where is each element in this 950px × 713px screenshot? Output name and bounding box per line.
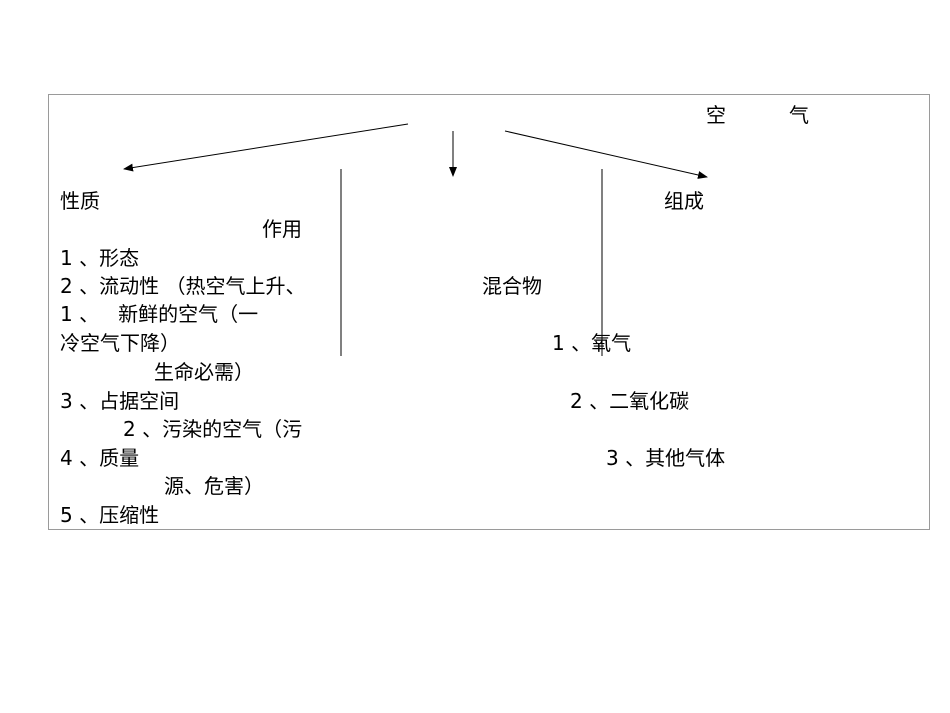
arrow-to-properties	[123, 123, 409, 172]
property-item: 冷空气下降）	[60, 331, 180, 355]
composition-item: 3 、其他气体	[606, 446, 726, 470]
composition-item: 2 、二氧化碳	[570, 389, 690, 413]
uses-heading: 作用	[262, 217, 302, 241]
diagram-frame	[48, 94, 930, 530]
property-item: 4 、质量	[60, 446, 140, 470]
property-item: 3 、占据空间	[60, 389, 180, 413]
use-item: 1 、 新鲜的空气（一	[60, 302, 259, 326]
root-char-2: 气	[789, 103, 809, 127]
composition-item: 1 、氧气	[552, 331, 632, 355]
property-item: 1 、形态	[60, 246, 140, 270]
use-item: 源、危害）	[164, 474, 264, 498]
composition-heading: 组成	[664, 189, 704, 213]
use-item: 2 、污染的空气（污	[123, 417, 303, 441]
properties-heading: 性质	[60, 189, 100, 213]
arrow-to-composition	[504, 130, 708, 179]
use-item: 生命必需）	[154, 360, 254, 384]
property-item: 5 、压缩性	[60, 503, 160, 527]
root-char-1: 空	[706, 103, 726, 127]
property-item: 2 、流动性 （热空气上升、	[60, 274, 306, 298]
composition-mixture: 混合物	[482, 274, 542, 298]
